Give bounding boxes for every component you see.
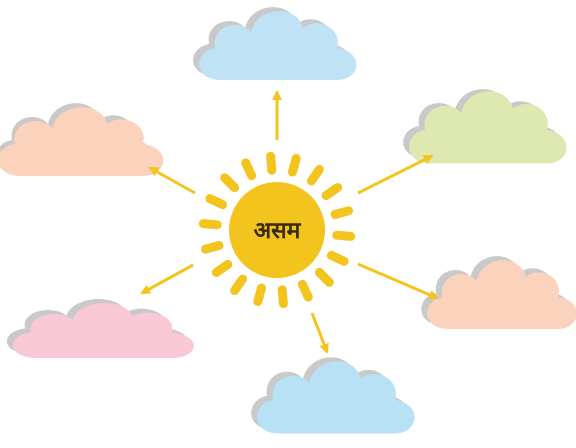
cloud-top-left [0,103,164,176]
cloud-bottom [251,357,415,434]
sun-ray [314,267,334,287]
cloud-bottom-left [6,298,194,358]
sun-ray [326,250,349,266]
sun-ray [330,206,353,219]
arrow-to-bottom-left-cloud [140,263,194,295]
center-label: असम [254,218,302,244]
connector-arrows [140,90,439,354]
sun-ray [205,194,228,210]
sun-ray [277,285,288,309]
cloud-top-right [403,89,567,164]
sun-rays [198,151,356,309]
sun-ray [266,151,277,175]
sun-ray [241,158,257,181]
sun-ray [211,259,233,277]
arrow-to-bottom-right-cloud [357,262,439,300]
sun-ray [220,173,240,193]
sun-ray [288,154,301,177]
sun-ray [332,230,356,241]
sun-ray [201,241,224,254]
arrow-to-top-left-cloud [148,166,196,195]
sun-ray [297,279,313,302]
sun-ray [253,283,266,306]
cloud-bottom-right [421,256,576,329]
arrow-to-top-right-cloud [357,154,434,195]
cloud-top [193,7,357,80]
sun-ray [198,219,222,230]
arrow-to-bottom-cloud [310,312,329,354]
sun-ray [321,183,343,201]
sun-ray [230,274,248,296]
sun-icon [229,182,325,278]
sun-ray [306,164,324,186]
